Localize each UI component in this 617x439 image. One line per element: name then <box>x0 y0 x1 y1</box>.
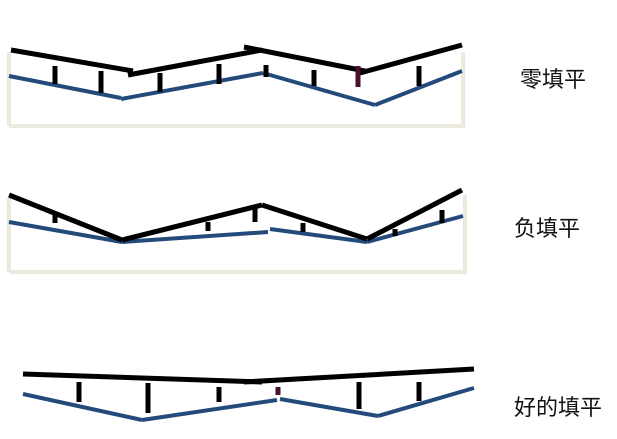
negative-fill-top-line <box>8 187 464 243</box>
top-segment <box>359 42 463 76</box>
good-fill-panel <box>22 366 475 422</box>
zero-fill-label: 零填平 <box>520 68 587 93</box>
zero-fill-frame <box>7 52 465 128</box>
bottom-segment <box>279 397 379 418</box>
good-fill-posts <box>76 382 422 413</box>
good-fill-top-line <box>22 366 475 385</box>
zero-fill-top-line <box>10 42 463 78</box>
negative-fill-panel <box>7 187 467 274</box>
negative-fill-label: 负填平 <box>514 217 581 242</box>
bottom-segment <box>377 386 475 418</box>
zero-fill-bottom-line <box>8 69 463 107</box>
bottom-segment <box>366 214 464 244</box>
top-segment <box>365 187 464 242</box>
bottom-segment <box>374 69 463 107</box>
good-fill-label: 好的填平 <box>514 396 603 421</box>
top-segment <box>243 44 366 74</box>
bottom-segment <box>22 392 143 422</box>
negative-fill-frame <box>7 195 467 274</box>
bottom-segment <box>141 398 278 422</box>
negative-fill-bottom-line <box>8 214 464 244</box>
top-segment <box>127 47 263 78</box>
zero-fill-panel <box>7 42 465 128</box>
bottom-segment <box>262 71 376 107</box>
good-fill-bottom-line <box>22 386 475 422</box>
zero-fill-posts <box>52 64 422 93</box>
bottom-segment <box>120 71 264 101</box>
top-segment <box>10 47 134 74</box>
top-segment <box>243 366 475 385</box>
bottom-segment <box>121 230 269 244</box>
top-segment <box>22 371 263 385</box>
top-segment <box>8 192 123 243</box>
negative-fill-posts <box>52 208 445 236</box>
bottom-segment <box>8 74 122 100</box>
bottom-segment <box>8 220 123 244</box>
top-segment <box>261 202 368 242</box>
bottom-segment <box>269 227 368 244</box>
top-segment <box>121 202 263 243</box>
